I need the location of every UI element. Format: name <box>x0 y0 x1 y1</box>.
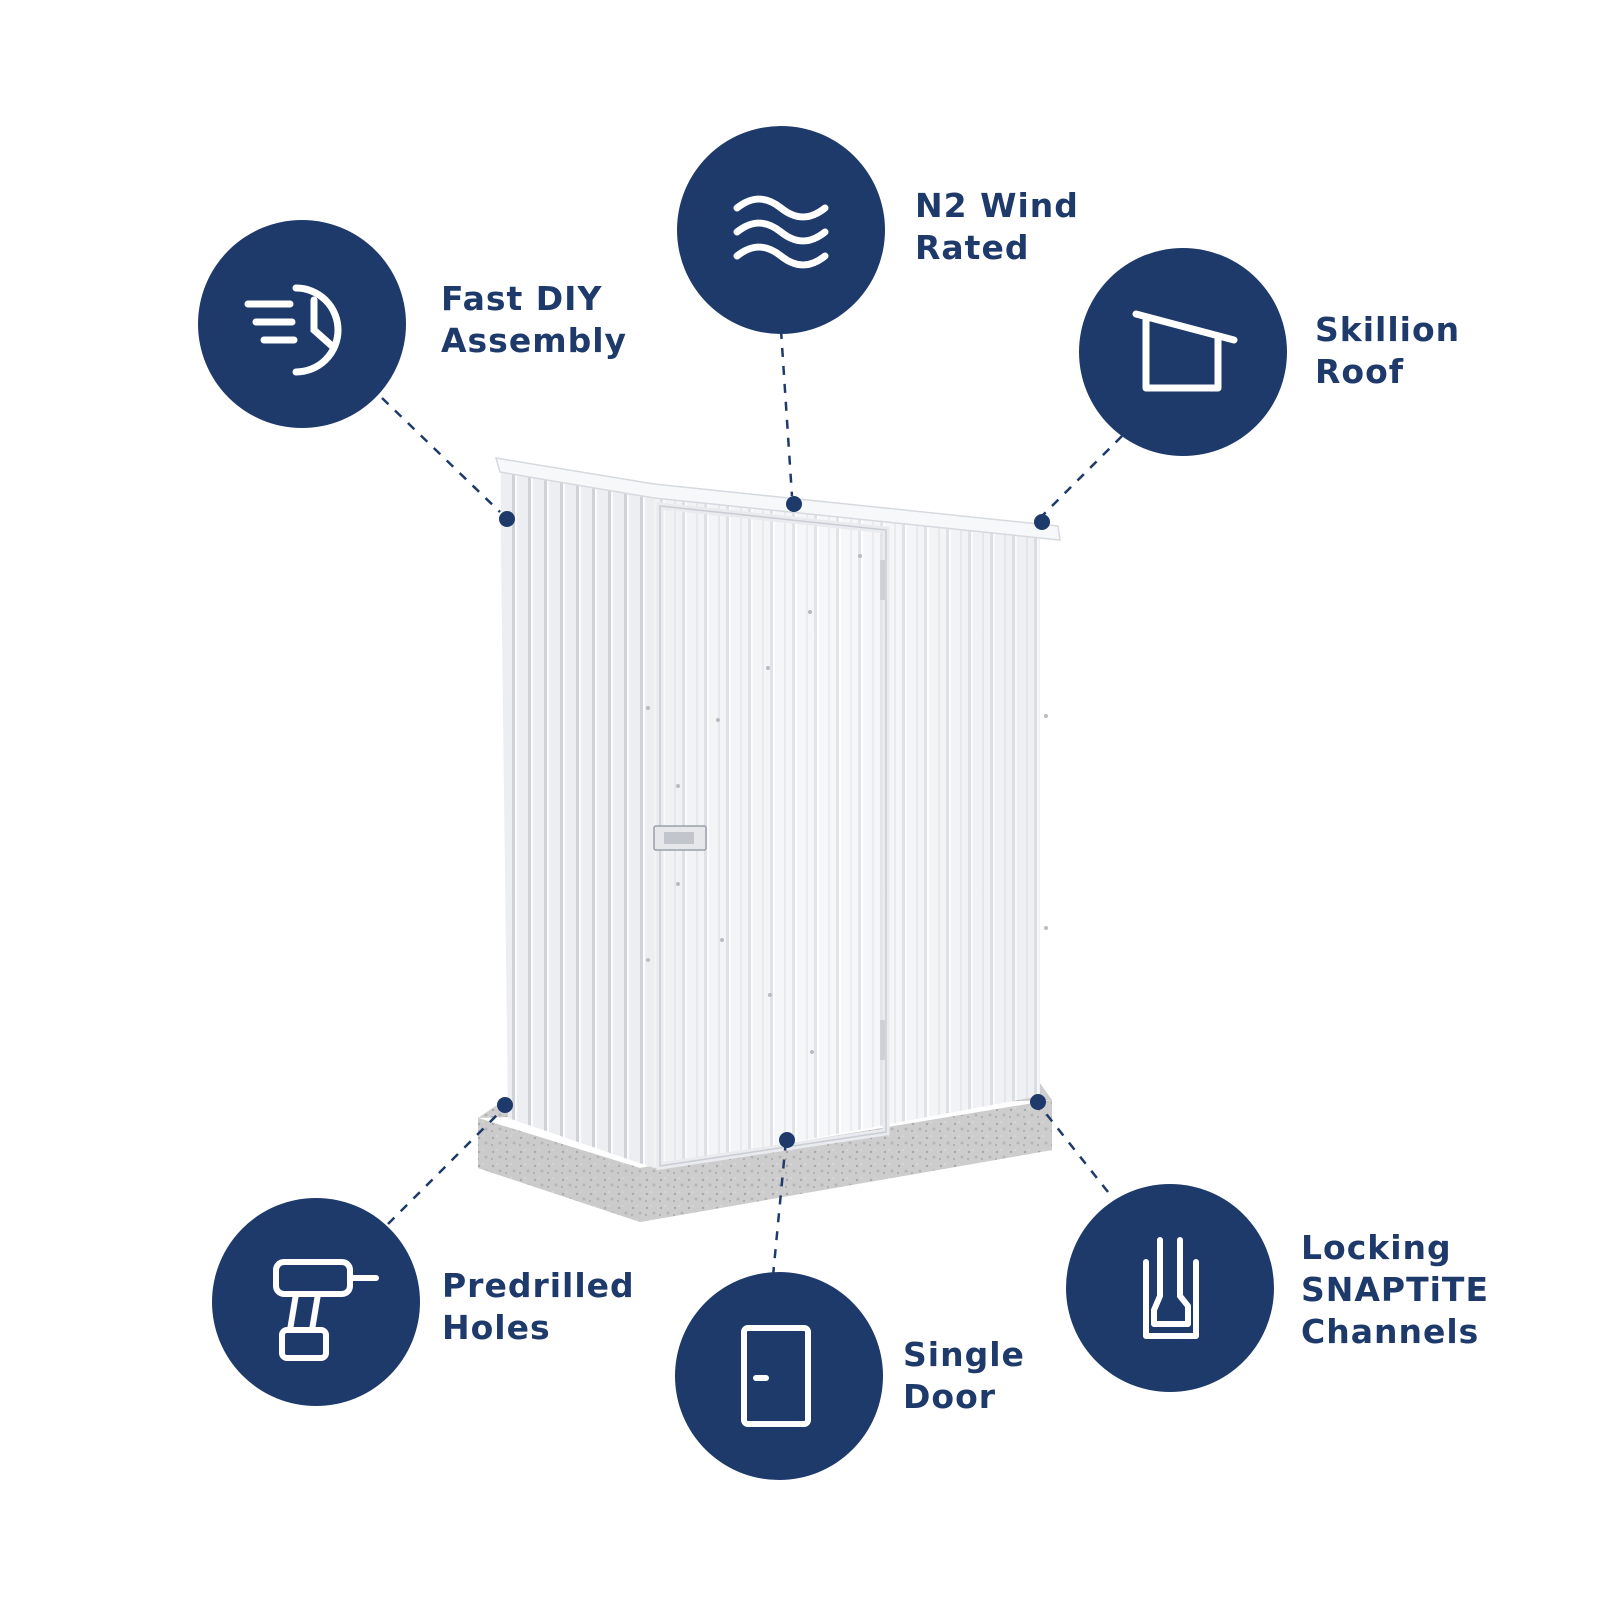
badge-fast-diy <box>198 220 406 428</box>
anchor-dot-door <box>779 1132 795 1148</box>
connector-skillion <box>1039 435 1123 519</box>
label-line: Skillion <box>1315 310 1461 349</box>
clock-speed-icon <box>244 284 342 376</box>
shed-illustration <box>478 457 1061 1222</box>
shed-side-wall <box>500 468 654 1168</box>
screw-dots <box>646 554 1048 1054</box>
connector-snaptite <box>1039 1105 1109 1193</box>
shed-door <box>653 502 890 1171</box>
label-line: Roof <box>1315 352 1405 391</box>
label-line: Single <box>903 1335 1025 1374</box>
door-icon <box>741 1325 811 1427</box>
label-line: Channels <box>1301 1312 1480 1351</box>
label-line: Locking <box>1301 1228 1452 1267</box>
label-line: Holes <box>442 1308 551 1347</box>
badge-predrilled <box>212 1198 420 1406</box>
badge-wind <box>677 126 885 334</box>
label-line: Fast DIY <box>441 279 603 318</box>
anchor-dot-wind <box>786 496 802 512</box>
concrete-slab-face-right <box>640 1100 1052 1222</box>
shed-roof <box>494 457 1061 541</box>
label-line: N2 Wind <box>915 186 1079 225</box>
label-line: Predrilled <box>442 1266 635 1305</box>
label-fast-diy-assembly: Fast DIY Assembly <box>441 278 627 362</box>
label-single-door: Single Door <box>903 1334 1025 1418</box>
skillion-roof-icon <box>1132 310 1238 392</box>
snaptite-channel-icon <box>1143 1237 1199 1339</box>
label-predrilled-holes: Predrilled Holes <box>442 1265 635 1349</box>
anchor-dot-skillion <box>1034 514 1050 530</box>
concrete-slab-face <box>478 1118 640 1222</box>
drill-icon <box>273 1259 379 1361</box>
anchor-dot-fast-diy <box>499 511 515 527</box>
label-line: Door <box>903 1377 997 1416</box>
badge-skillion <box>1079 248 1287 456</box>
label-line: Assembly <box>441 321 628 360</box>
badge-snaptite <box>1066 1184 1274 1392</box>
wind-waves-icon <box>733 195 829 269</box>
label-n2-wind-rated: N2 Wind Rated <box>915 185 1079 269</box>
connector-wind <box>779 329 794 497</box>
label-skillion-roof: Skillion Roof <box>1315 309 1460 393</box>
connector-fast-diy <box>381 397 501 513</box>
anchor-dot-predrilled <box>497 1097 513 1113</box>
anchor-dots <box>497 496 1050 1148</box>
label-line: Rated <box>915 228 1030 267</box>
anchor-dot-snaptite <box>1030 1094 1046 1110</box>
label-line: SNAPTiTE <box>1301 1270 1489 1309</box>
connector-predrilled <box>387 1111 501 1225</box>
connector-door <box>771 1139 788 1277</box>
callout-connectors <box>381 329 1123 1277</box>
badge-door <box>675 1272 883 1480</box>
label-locking-snaptite-channels: Locking SNAPTiTE Channels <box>1301 1227 1489 1353</box>
